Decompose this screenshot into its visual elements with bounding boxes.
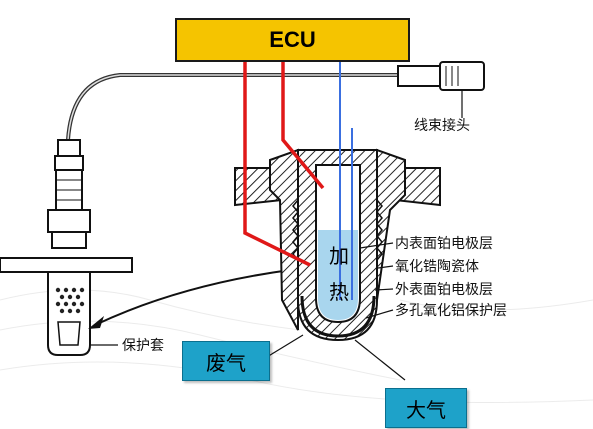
label-outer-electrode: 外表面铂电极层: [395, 282, 493, 298]
sensor-cable: [66, 73, 398, 141]
air-chamber: [318, 230, 358, 320]
heater-label-char2: 热: [329, 280, 349, 304]
label-inner-electrode: 内表面铂电极层: [395, 236, 493, 252]
heater-label-char1: 加: [329, 244, 349, 268]
protective-sleeve: [47, 271, 91, 356]
atmosphere-callout: 大气: [385, 388, 467, 428]
heater-wires: [339, 62, 353, 300]
harness-connector: [397, 61, 485, 118]
label-zirconia-ceramic: 氧化锆陶瓷体: [395, 259, 479, 275]
detail-arrow: [94, 269, 291, 326]
sensor-body: [0, 139, 133, 356]
signal-wires: [243, 62, 325, 267]
label-protective-layer: 多孔氧化铝保护层: [395, 303, 507, 319]
exhaust-callout: 废气: [182, 341, 270, 381]
label-protective-sleeve: 保护套: [122, 338, 164, 354]
ecu-box: ECU: [175, 18, 410, 62]
label-harness-connector: 线束接头: [414, 118, 470, 134]
